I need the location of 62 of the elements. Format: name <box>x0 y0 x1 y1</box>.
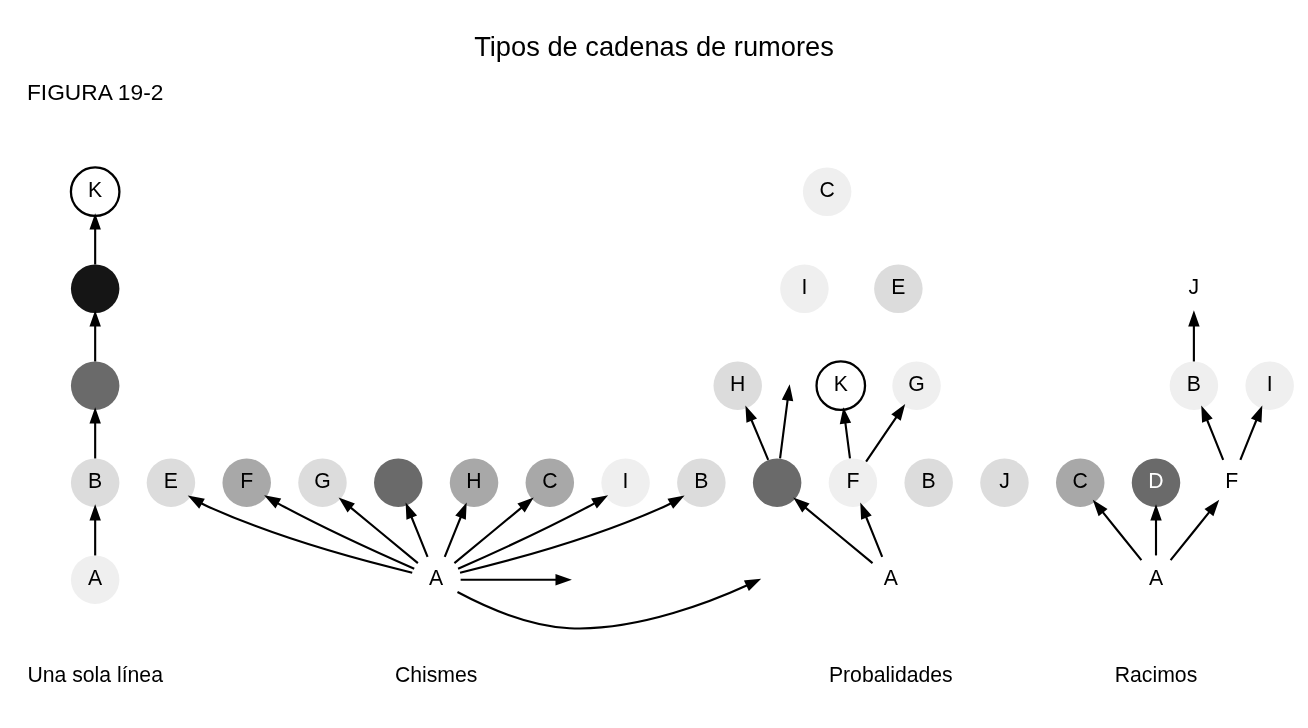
arrow <box>89 212 101 264</box>
node-text: A <box>883 565 898 589</box>
node-circle: J <box>980 457 1029 507</box>
arrow <box>745 405 770 460</box>
node-circle: H <box>449 457 499 507</box>
node-circle: E <box>146 457 196 507</box>
node-circle: F <box>828 457 878 507</box>
arrow <box>865 403 906 462</box>
node-circle: F <box>222 457 271 507</box>
label: Una sola línea <box>27 662 163 686</box>
arrow <box>1169 499 1220 561</box>
node-circle <box>70 264 120 313</box>
arrow <box>793 497 874 564</box>
arrow <box>264 494 415 570</box>
arrow <box>779 383 794 459</box>
arrow <box>338 497 419 564</box>
node-circle: I <box>1245 360 1294 410</box>
arrow <box>89 309 101 361</box>
node-circle: B <box>1169 360 1219 410</box>
node-circle: K <box>69 165 121 217</box>
node-circle: B <box>904 457 953 507</box>
node-circle: G <box>892 360 941 410</box>
arrow <box>460 573 572 585</box>
arrow <box>89 406 101 458</box>
node-circle: E <box>874 264 923 313</box>
node-circle: I <box>601 457 650 507</box>
node-circle: G <box>298 457 347 507</box>
arrow <box>1201 405 1225 460</box>
arrow <box>1239 405 1263 460</box>
node-circle <box>752 457 802 507</box>
node-text: A <box>1148 565 1164 589</box>
arrow <box>1150 503 1162 555</box>
arrow <box>187 495 413 574</box>
node-circle: K <box>815 359 867 411</box>
label: Probalidades <box>828 662 953 686</box>
node-circle: D <box>1131 457 1181 507</box>
arrow <box>1092 499 1143 561</box>
label: Chismes <box>394 662 478 686</box>
label: Racimos <box>1114 662 1198 686</box>
arrow <box>443 502 467 557</box>
node-circle: H <box>713 360 762 410</box>
arrow <box>453 497 534 564</box>
node-circle: C <box>1056 457 1105 507</box>
arrow <box>457 494 609 570</box>
node-circle: B <box>70 457 120 507</box>
arrow <box>1188 309 1200 361</box>
arrow <box>405 502 429 557</box>
node-circle: C <box>525 457 575 507</box>
node-circle <box>374 457 423 507</box>
label: FIGURA 19-2 <box>26 78 164 105</box>
arrow <box>860 502 884 557</box>
node-text: A <box>429 565 444 589</box>
node-text: F <box>1225 468 1239 492</box>
arrow <box>839 406 852 459</box>
node-circle: A <box>70 554 120 604</box>
node-circle <box>70 360 120 410</box>
node-circle: B <box>677 457 726 507</box>
arrow <box>459 495 685 574</box>
arrow <box>89 503 101 555</box>
diagram-title: Tipos de cadenas de rumores <box>474 30 834 62</box>
arrow <box>456 578 762 629</box>
node-text: J <box>1188 274 1200 298</box>
